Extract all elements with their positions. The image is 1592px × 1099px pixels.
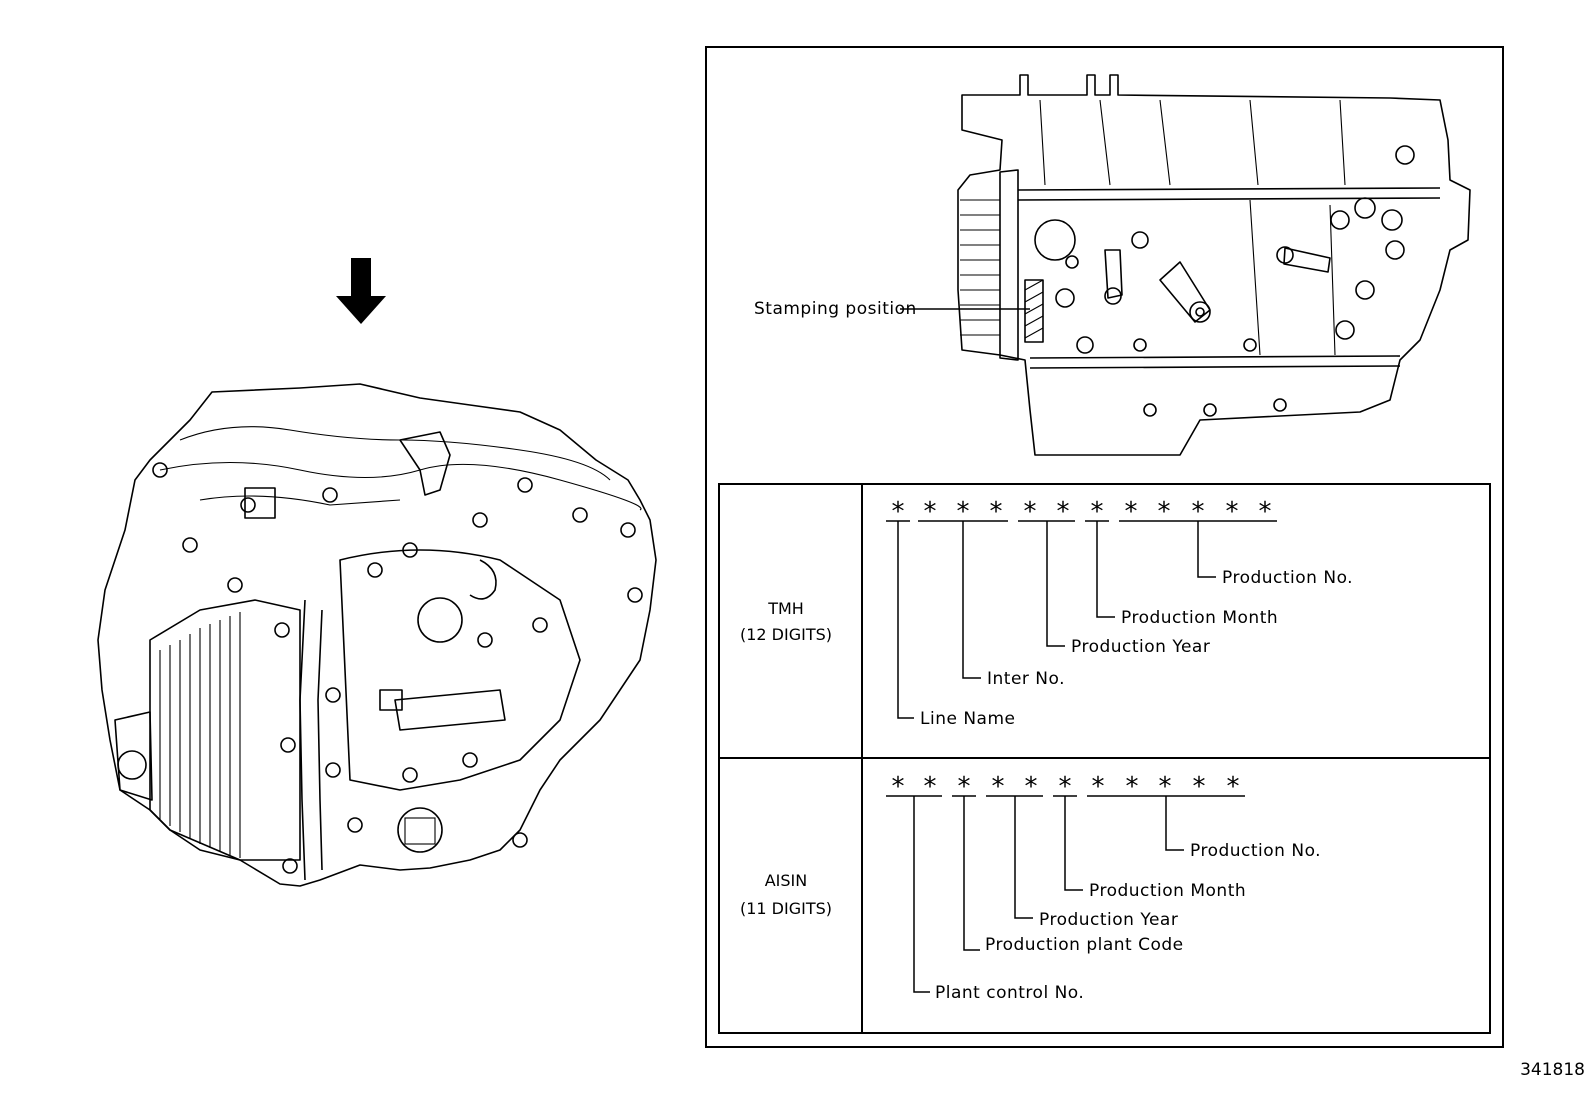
aisin-leader-production-no [1165, 796, 1184, 851]
stamping-position-label: Stamping position [754, 299, 917, 319]
tmh-leader-line-name [897, 521, 914, 719]
tmh-leader-production-month [1096, 521, 1115, 618]
tmh-digit-5: * [1024, 497, 1037, 527]
aisin-digit-1: * [892, 772, 905, 802]
aisin-asterisks: * * * * * * * * * * * [892, 772, 1240, 802]
stamping-callout: Stamping position [754, 299, 1030, 319]
side-view-drawing [957, 74, 1471, 456]
tmh-digit-1: * [892, 497, 905, 527]
aisin-leader-plant-control [913, 796, 930, 993]
down-arrow-icon [336, 258, 386, 324]
aisin-digit-5: * [1025, 772, 1038, 802]
code-table [718, 483, 1491, 1034]
aisin-label-production-month: Production Month [1089, 881, 1246, 901]
flange-fins [960, 199, 1000, 336]
aisin-digit-10: * [1193, 772, 1206, 802]
stamping-pad-hatch [1024, 279, 1044, 339]
aisin-leader-production-year [1014, 796, 1033, 919]
aisin-digit-3: * [958, 772, 971, 802]
tmh-label-inter-no: Inter No. [987, 669, 1065, 689]
tmh-label-production-year: Production Year [1071, 637, 1210, 657]
tmh-digit-2: * [924, 497, 937, 527]
aisin-digit-8: * [1126, 772, 1139, 802]
aisin-maker: AISIN [765, 871, 808, 890]
aisin-label-plant-control: Plant control No. [935, 983, 1084, 1003]
figure-number: 341818 [1520, 1060, 1585, 1080]
tmh-digit-10: * [1192, 497, 1205, 527]
tmh-label-production-month: Production Month [1121, 608, 1278, 628]
aisin-digit-6: * [1059, 772, 1072, 802]
aisin-leader-plant-code [963, 796, 980, 951]
tmh-leader-production-no [1197, 521, 1216, 578]
tmh-digit-9: * [1158, 497, 1171, 527]
aisin-digit-4: * [992, 772, 1005, 802]
tmh-code-breakdown: * * * * * * * * * * * * Line Name Inter … [886, 497, 1353, 729]
oil-pan-fins [159, 612, 241, 858]
tmh-asterisks: * * * * * * * * * * * * [892, 497, 1272, 527]
housing-bolts [152, 462, 643, 874]
tmh-digit-4: * [990, 497, 1003, 527]
tmh-digit-3: * [957, 497, 970, 527]
tmh-digit-6: * [1057, 497, 1070, 527]
detail-frame [705, 46, 1504, 1048]
tmh-label-line-name: Line Name [920, 709, 1016, 729]
tmh-digits: (12 DIGITS) [740, 625, 832, 644]
tmh-label-production-no: Production No. [1222, 568, 1353, 588]
aisin-label-production-no: Production No. [1190, 841, 1321, 861]
tmh-digit-11: * [1226, 497, 1239, 527]
aisin-label-plant-code: Production plant Code [985, 935, 1184, 955]
transaxle-illustration [97, 258, 657, 887]
aisin-leader-production-month [1064, 796, 1083, 891]
aisin-digit-2: * [924, 772, 937, 802]
tmh-leader-production-year [1046, 521, 1065, 647]
tmh-leader-inter-no [962, 521, 981, 679]
aisin-code-breakdown: * * * * * * * * * * * Plant control No. … [886, 772, 1321, 1003]
tmh-maker: TMH [767, 599, 804, 618]
aisin-label-production-year: Production Year [1039, 910, 1178, 930]
aisin-digits: (11 DIGITS) [740, 899, 832, 918]
tmh-row-label: TMH (12 DIGITS) [740, 599, 832, 644]
aisin-digit-9: * [1159, 772, 1172, 802]
stamping-pad [1024, 279, 1044, 343]
aisin-digit-7: * [1092, 772, 1105, 802]
aisin-digit-11: * [1227, 772, 1240, 802]
tmh-digit-7: * [1091, 497, 1104, 527]
tmh-digit-12: * [1259, 497, 1272, 527]
aisin-row-label: AISIN (11 DIGITS) [740, 871, 832, 918]
tmh-digit-8: * [1125, 497, 1138, 527]
